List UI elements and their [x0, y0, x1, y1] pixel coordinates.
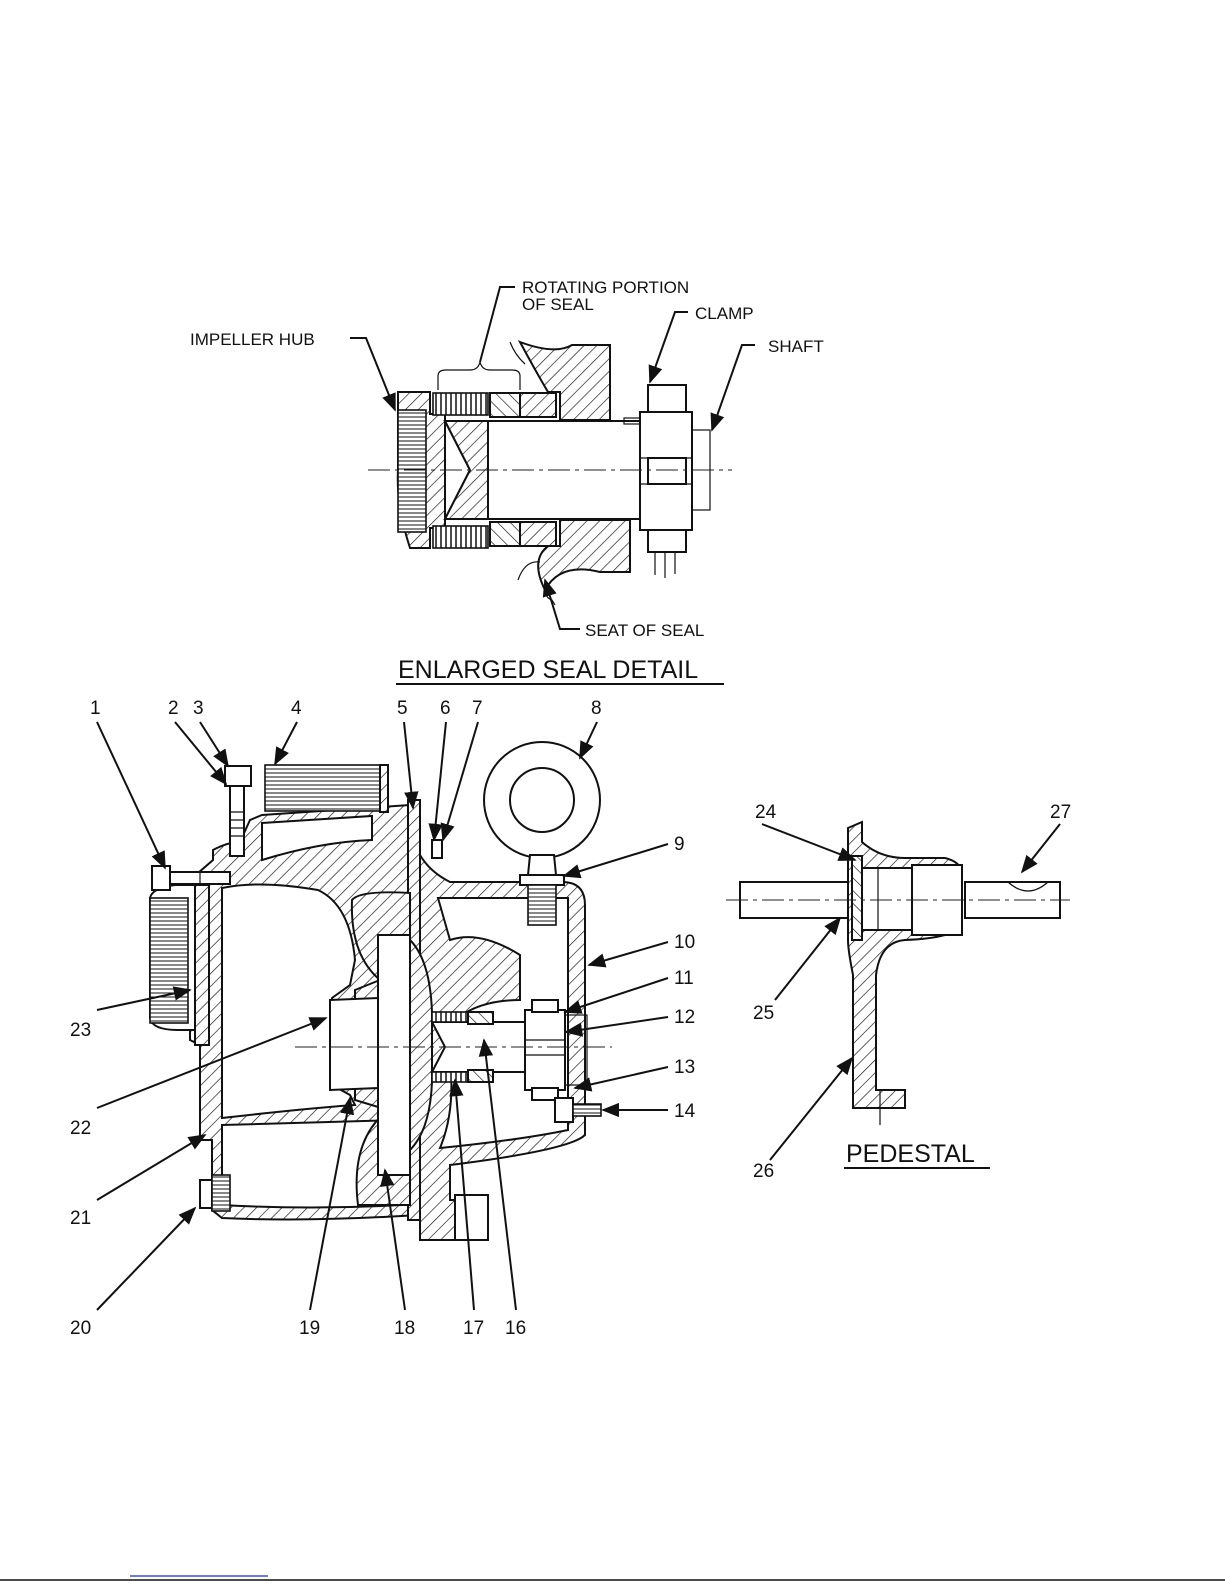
hub-thread	[398, 410, 426, 532]
leader-clamp	[650, 312, 688, 382]
suction-thread	[150, 898, 188, 1023]
callout-24: 24	[755, 802, 777, 823]
label-impeller-hub: IMPELLER HUB	[190, 330, 315, 349]
label-clamp: CLAMP	[695, 304, 754, 323]
leader-impeller-hub	[350, 338, 395, 410]
screw-7	[432, 840, 442, 858]
callout-23: 23	[70, 1020, 91, 1041]
pump-seal-spring-bottom	[432, 1072, 468, 1082]
leader-seat	[545, 580, 580, 629]
enlarged-seal-detail: IMPELLER HUB ROTATING PORTION OF SEAL CL…	[190, 278, 824, 684]
clamp-gap	[648, 458, 686, 484]
callout-2: 2	[168, 698, 179, 719]
label-shaft: SHAFT	[768, 337, 824, 356]
seal-spring-bottom	[433, 526, 488, 548]
label-seat: SEAT OF SEAL	[585, 621, 704, 640]
impeller-shroud	[378, 935, 410, 1175]
callout-26: 26	[753, 1161, 774, 1182]
seal-ring-bottom	[490, 522, 520, 546]
housing-edge	[518, 562, 540, 580]
callout-8: 8	[591, 698, 602, 719]
rotating-portion-brace	[438, 362, 520, 390]
callout-11: 11	[674, 968, 694, 989]
clamp-bolt-head	[648, 385, 686, 412]
callout-4: 4	[291, 698, 302, 719]
seal-ring-top	[490, 393, 520, 417]
pedestal-gasket	[852, 856, 862, 940]
callout-13: 13	[674, 1057, 695, 1078]
callout-19: 19	[299, 1318, 320, 1339]
callout-21: 21	[70, 1208, 91, 1229]
callout-6: 6	[440, 698, 451, 719]
callout-12: 12	[674, 1007, 695, 1028]
callout-1: 1	[90, 698, 101, 719]
label-rotating-2: OF SEAL	[522, 295, 594, 314]
callout-18: 18	[394, 1318, 415, 1339]
callout-20: 20	[70, 1318, 91, 1339]
callout-7: 7	[472, 698, 483, 719]
suction-cover-plate	[195, 885, 209, 1045]
callout-27: 27	[1050, 802, 1071, 823]
callout-16: 16	[505, 1318, 526, 1339]
seal-spring-top	[433, 393, 488, 415]
pedestal-view: 24 27 25 26 PEDESTAL	[726, 802, 1071, 1182]
callout-10: 10	[674, 932, 695, 953]
callout-14: 14	[674, 1101, 696, 1122]
leader-shaft	[712, 345, 755, 430]
seal-seat-top	[520, 393, 556, 417]
seal-seat-bottom	[520, 522, 556, 546]
discharge-thread	[265, 765, 380, 811]
callout-5: 5	[397, 698, 408, 719]
bolt-thread-lines	[655, 552, 675, 578]
pump-seal-spring-top	[432, 1012, 468, 1022]
impeller-eye	[330, 998, 378, 1090]
callout-9: 9	[674, 834, 685, 855]
clamp-nut	[648, 530, 686, 552]
pedestal-title: PEDESTAL	[846, 1140, 975, 1168]
callout-22: 22	[70, 1118, 91, 1139]
pedestal-bore	[862, 868, 912, 930]
callout-17: 17	[463, 1318, 484, 1339]
callout-25: 25	[753, 1003, 774, 1024]
callout-3: 3	[193, 698, 204, 719]
pump-assembly	[150, 742, 612, 1240]
seal-detail-title: ENLARGED SEAL DETAIL	[398, 656, 698, 684]
leader-rotating	[480, 287, 515, 362]
drain-plug	[200, 1180, 212, 1208]
